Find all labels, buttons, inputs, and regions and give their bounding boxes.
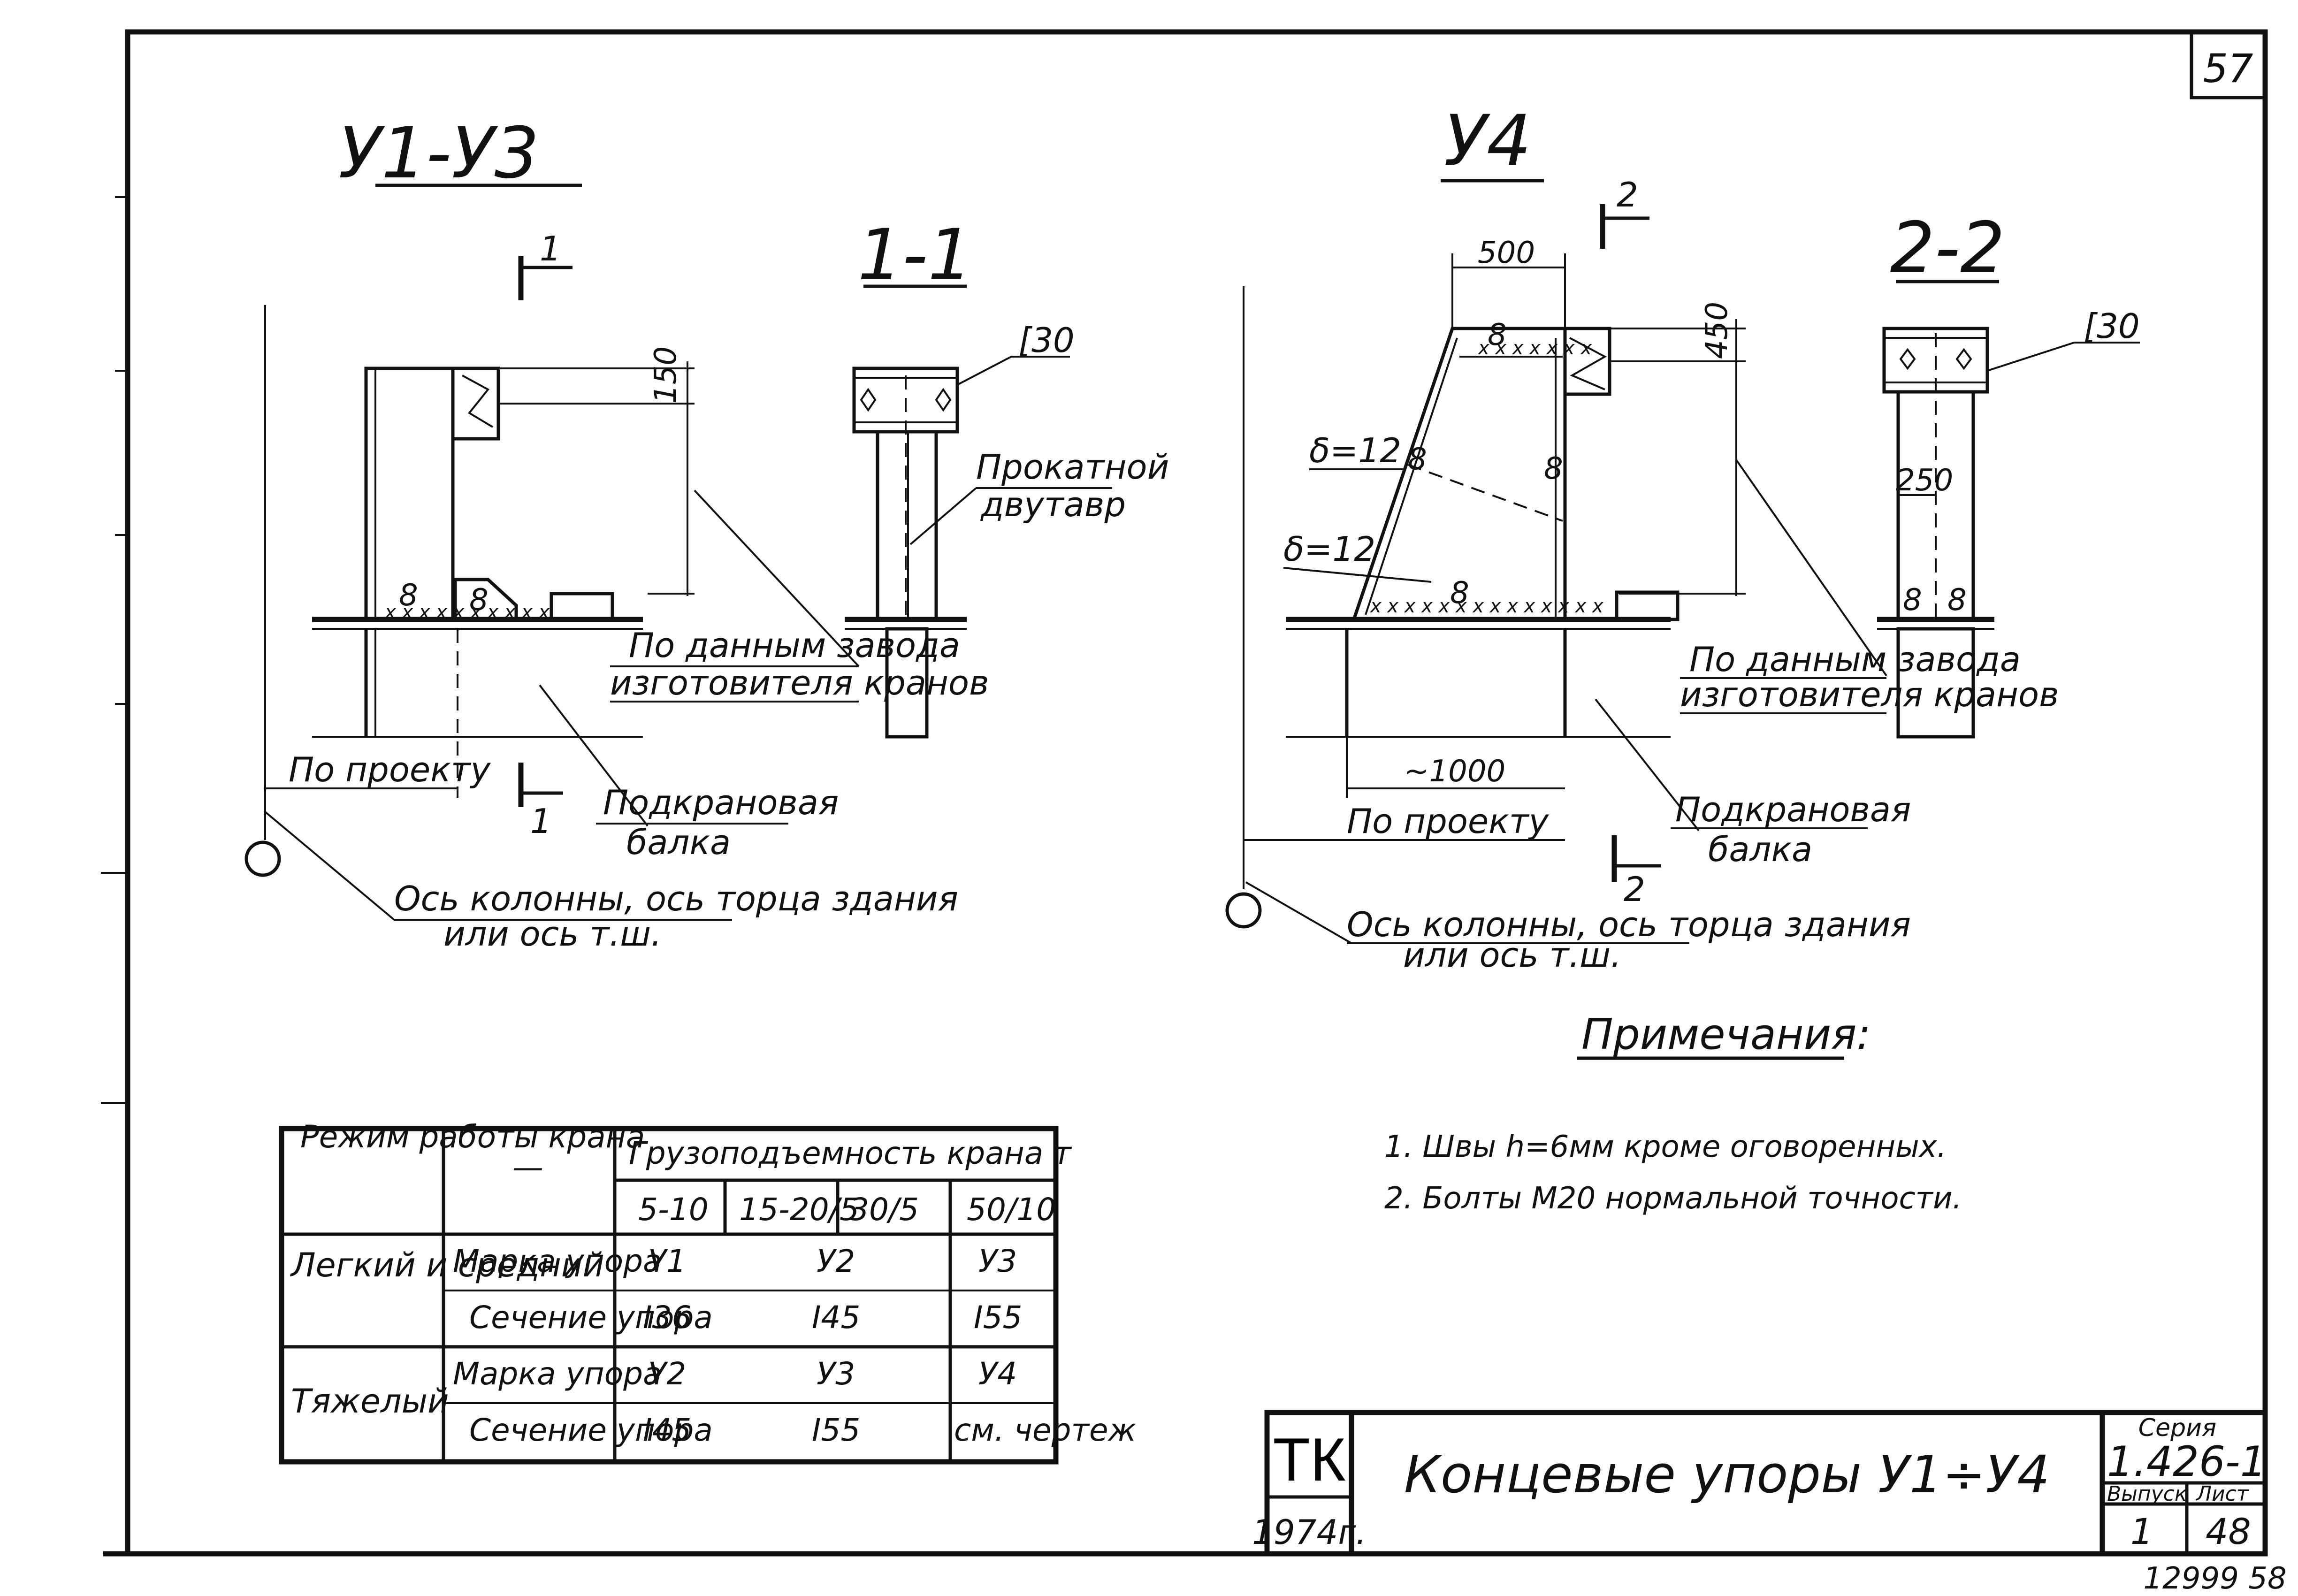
dim-450: 450 — [1700, 302, 1734, 359]
crane-table: Режим работы крана — Грузоподъемность кр… — [279, 1119, 1136, 1465]
section-1-1: 1-1 [30 Прокатной двутавр — [845, 214, 1169, 739]
leader-po-dannym-u4-1: По данным завода — [1689, 640, 2021, 679]
dim-po-proektu-u4: По проекту — [1347, 802, 1550, 841]
leader-podkranovaya-u1-2: балка — [626, 823, 731, 862]
issue-label: Выпуск — [2107, 1482, 2187, 1506]
axis-marker-circle — [244, 840, 281, 877]
weld-label-u1-a: 8 — [399, 578, 418, 613]
dim-po-proektu-u1: По проекту — [289, 750, 491, 789]
dim-1000: ~1000 — [1404, 754, 1506, 789]
logo-tk: ТК — [1273, 1425, 1345, 1494]
table-capacity-3: 30/5 — [849, 1191, 919, 1228]
dim-250: 250 — [1896, 463, 1953, 498]
leader-podkranovaya-u4-2: балка — [1708, 830, 1812, 869]
table-section-label-2: Сечение упора — [469, 1412, 713, 1448]
weld-label-u1-b: 8 — [469, 583, 489, 618]
leader-po-dannym-u4-2: изготовителя кранов — [1680, 675, 2059, 714]
table-section-2-3: см. чертеж — [954, 1412, 1136, 1448]
label-channel-1-1: [30 — [1018, 321, 1075, 360]
weld-u4-diag: 8 — [1408, 442, 1427, 477]
table-capacity-4: 50/10 — [967, 1191, 1056, 1228]
table-section-1-3: I55 — [974, 1299, 1022, 1336]
view-title-u4: У4 — [1444, 100, 1532, 182]
series-value: 1.426-1 — [2107, 1437, 2267, 1486]
notes-title: Примечания: — [1581, 1010, 1871, 1059]
dim-500: 500 — [1478, 236, 1535, 270]
table-mode-heavy: Тяжелый — [291, 1382, 449, 1420]
table-header-capacity: Грузоподъемность крана т — [629, 1135, 1072, 1171]
label-delta-2: δ=12 — [1283, 529, 1375, 569]
title-year: 1974г. — [1252, 1512, 1367, 1552]
leader-po-dannym-u1-2: изготовителя кранов — [610, 663, 989, 703]
weld-2-2-a: 8 — [1903, 583, 1922, 618]
table-section-2-2: I55 — [812, 1412, 860, 1448]
note-2: 2. Болты М20 нормальной точности. — [1384, 1181, 1962, 1216]
inventory-number: 12999 58 — [2143, 1561, 2286, 1596]
leader-podkranovaya-u1-1: Подкрановая — [603, 783, 839, 822]
leader-po-dannym-u1-1: По данным завода — [629, 626, 960, 665]
table-section-label-1: Сечение упора — [469, 1299, 713, 1336]
drawing-title: Концевые упоры У1÷У4 — [1404, 1444, 2050, 1504]
table-header-mode: Режим работы крана — [300, 1119, 645, 1155]
weld-u4-top: 8 — [1488, 318, 1507, 352]
sheet-value: 48 — [2206, 1511, 2251, 1552]
label-delta-1: δ=12 — [1309, 431, 1401, 470]
view-title-u1-u3: У1-У3 — [338, 113, 539, 194]
table-mark-1-1: У1 — [648, 1243, 686, 1279]
sheet-number: 57 — [2203, 46, 2253, 92]
issue-value: 1 — [2130, 1511, 2153, 1552]
svg-text:x x x x x x x: x x x x x x x — [1477, 337, 1592, 359]
leader-podkranovaya-u4-1: Подкрановая — [1675, 790, 1911, 829]
leader-os-u1-2: или ось т.ш. — [443, 914, 662, 954]
section-title-1-1: 1-1 — [858, 214, 973, 296]
table-mark-2-2: У3 — [817, 1356, 855, 1392]
table-mark-1-3: У3 — [978, 1243, 1017, 1279]
table-capacity-2: 15-20/5 — [739, 1191, 859, 1228]
table-mark-label-1: Марка упора — [453, 1243, 662, 1279]
weld-2-2-b: 8 — [1947, 583, 1967, 618]
table-mode-light: Легкий и средний — [290, 1246, 604, 1284]
table-mark-label-2: Марка упора — [453, 1356, 662, 1392]
dim-150-u1: 150 — [649, 346, 683, 404]
axis-marker-circle-u4 — [1225, 892, 1262, 929]
section-mark-top-u4: 2 — [1617, 175, 1638, 214]
table-section-1-2: I45 — [812, 1299, 860, 1336]
section-title-2-2: 2-2 — [1890, 207, 2005, 289]
table-section-2-1: I45 — [643, 1412, 691, 1448]
notes: Примечания: 1. Швы h=6мм кроме оговоренн… — [1384, 1010, 1962, 1216]
table-header-dash: — — [512, 1149, 543, 1185]
table-mark-2-3: У4 — [978, 1356, 1017, 1392]
section-mark-top: 1 — [540, 229, 561, 268]
table-capacity-1: 5-10 — [638, 1191, 709, 1228]
sheet-label: Лист — [2195, 1482, 2249, 1506]
table-mark-1-2: У2 — [817, 1243, 855, 1279]
label-prokatnoy-1: Прокатной — [976, 447, 1169, 487]
section-2-2: 2-2 250 8 8 [30 — [1877, 207, 2140, 739]
leader-os-u4-2: или ось т.ш. — [1403, 935, 1621, 975]
label-channel-2-2: [30 — [2084, 306, 2140, 346]
label-prokatnoy-2: двутавр — [980, 485, 1126, 524]
view-u1-u3: У1-У3 1 8 8 x x x x x x x x x x 150 — [244, 113, 989, 954]
svg-text:x x x x x x x x x x x x x x: x x x x x x x x x x x x x x — [1369, 596, 1603, 617]
title-block: ТК 1974г. Концевые упоры У1÷У4 Серия 1.4… — [1252, 1410, 2268, 1557]
svg-text:1: 1 — [530, 802, 552, 841]
weld-u4-base: 8 — [1450, 576, 1469, 611]
weld-u4-mid: 8 — [1544, 451, 1563, 486]
svg-text:2: 2 — [1624, 870, 1645, 909]
view-u4: У4 2 500 x x x x x x x x x x x x x x x x… — [1225, 100, 2059, 975]
note-1: 1. Швы h=6мм кроме оговоренных. — [1384, 1130, 1947, 1164]
series-label: Серия — [2138, 1414, 2216, 1442]
leader-os-u1-1: Ось колонны, ось торца здания — [394, 879, 958, 918]
leader-os-u4-1: Ось колонны, ось торца здания — [1347, 905, 1911, 944]
table-mark-2-1: У2 — [648, 1356, 686, 1392]
table-section-1-1: I36 — [643, 1299, 691, 1336]
